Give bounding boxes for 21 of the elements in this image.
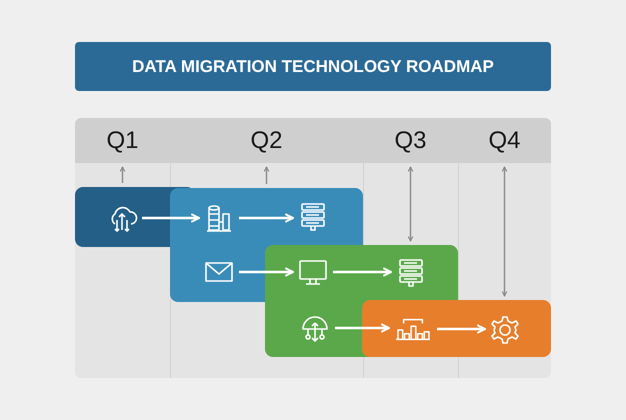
arrow bbox=[408, 166, 414, 242]
column-header: Q1 bbox=[75, 118, 170, 163]
arrow bbox=[264, 166, 270, 184]
arrow bbox=[142, 213, 200, 223]
arrow bbox=[120, 166, 126, 183]
arrow bbox=[502, 166, 508, 297]
arrow bbox=[239, 267, 294, 277]
arrow bbox=[437, 324, 486, 334]
column-header: Q4 bbox=[458, 118, 551, 163]
node-label: Q4 bbox=[488, 126, 520, 154]
arrow bbox=[239, 213, 294, 223]
arrow bbox=[333, 267, 392, 277]
gear-icon bbox=[489, 314, 521, 346]
node-label: Q2 bbox=[250, 126, 282, 154]
phase-bar bbox=[362, 300, 551, 357]
title-banner: DATA MIGRATION TECHNOLOGY ROADMAP bbox=[75, 42, 551, 91]
column-header: Q3 bbox=[363, 118, 458, 163]
node-label: Q1 bbox=[106, 126, 138, 154]
node-label: Q3 bbox=[394, 126, 426, 154]
arrow bbox=[335, 323, 390, 333]
column-header: Q2 bbox=[170, 118, 363, 163]
